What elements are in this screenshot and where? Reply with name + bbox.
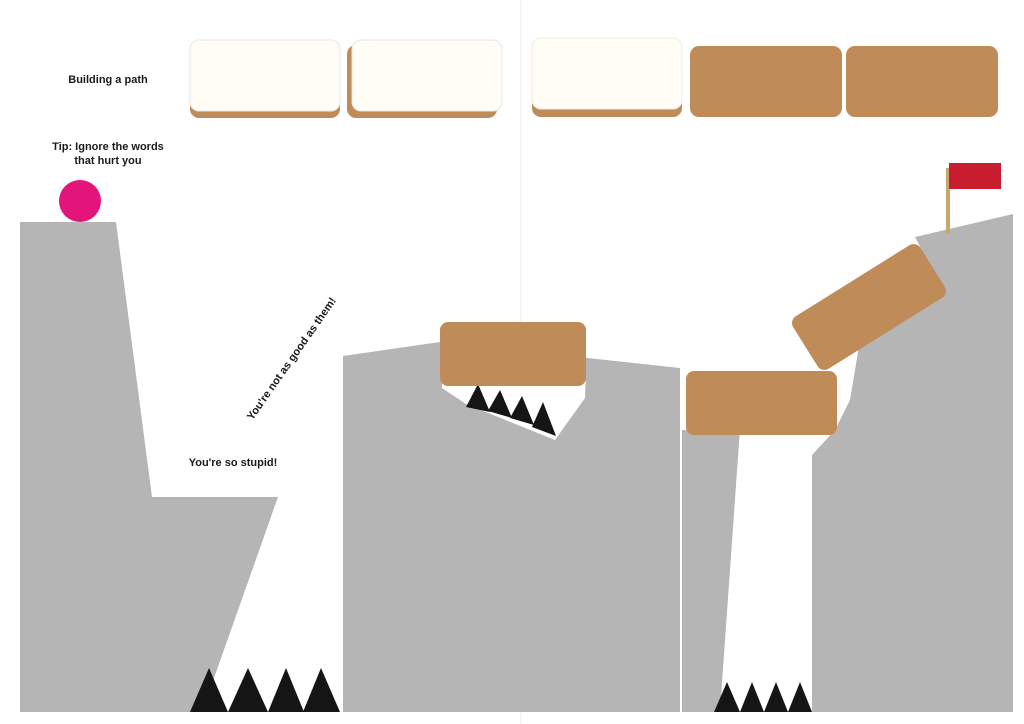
taunt-stupid: You're so stupid! — [188, 457, 278, 469]
terrain — [20, 214, 1013, 712]
spike — [532, 402, 556, 436]
inventory-slot-5-block[interactable] — [846, 46, 998, 117]
placed-block-2[interactable] — [686, 371, 837, 435]
goal-hill — [812, 214, 1013, 712]
inventory-slot-2[interactable] — [347, 39, 503, 118]
inventory-slot-1[interactable] — [189, 39, 341, 118]
inventory-slot-4-block[interactable] — [690, 46, 842, 117]
middle-plateau — [343, 342, 680, 712]
spike — [466, 384, 490, 412]
spike — [488, 390, 512, 418]
spike — [303, 668, 340, 712]
right-pit-gap — [720, 430, 812, 712]
spike — [740, 682, 764, 712]
player-ball[interactable] — [59, 180, 101, 222]
slot-empty — [531, 37, 683, 110]
spike — [268, 668, 304, 712]
goal-flag — [946, 163, 1001, 233]
inventory-bar — [189, 37, 998, 118]
spike — [510, 396, 534, 425]
tip-text: Tip: Ignore the words that hurt you — [52, 141, 164, 167]
inventory-slot-3[interactable] — [531, 37, 683, 117]
spikes-middle-pit — [466, 384, 556, 436]
spike — [764, 682, 788, 712]
spikes-right-pit — [714, 682, 812, 712]
spikes-left-pit — [190, 668, 340, 712]
spike — [190, 668, 228, 712]
flag-pole — [946, 168, 950, 233]
flag-cloth — [949, 163, 1001, 189]
slot-empty — [189, 39, 341, 112]
placed-block-1[interactable] — [440, 322, 586, 386]
spike — [228, 668, 268, 712]
slot-empty — [351, 39, 503, 112]
spike — [788, 682, 812, 712]
level-title: Building a path — [68, 74, 148, 86]
spike — [714, 682, 740, 712]
pit-pillar — [682, 430, 740, 712]
placed-block-3[interactable] — [789, 241, 949, 373]
start-cliff — [20, 222, 278, 712]
